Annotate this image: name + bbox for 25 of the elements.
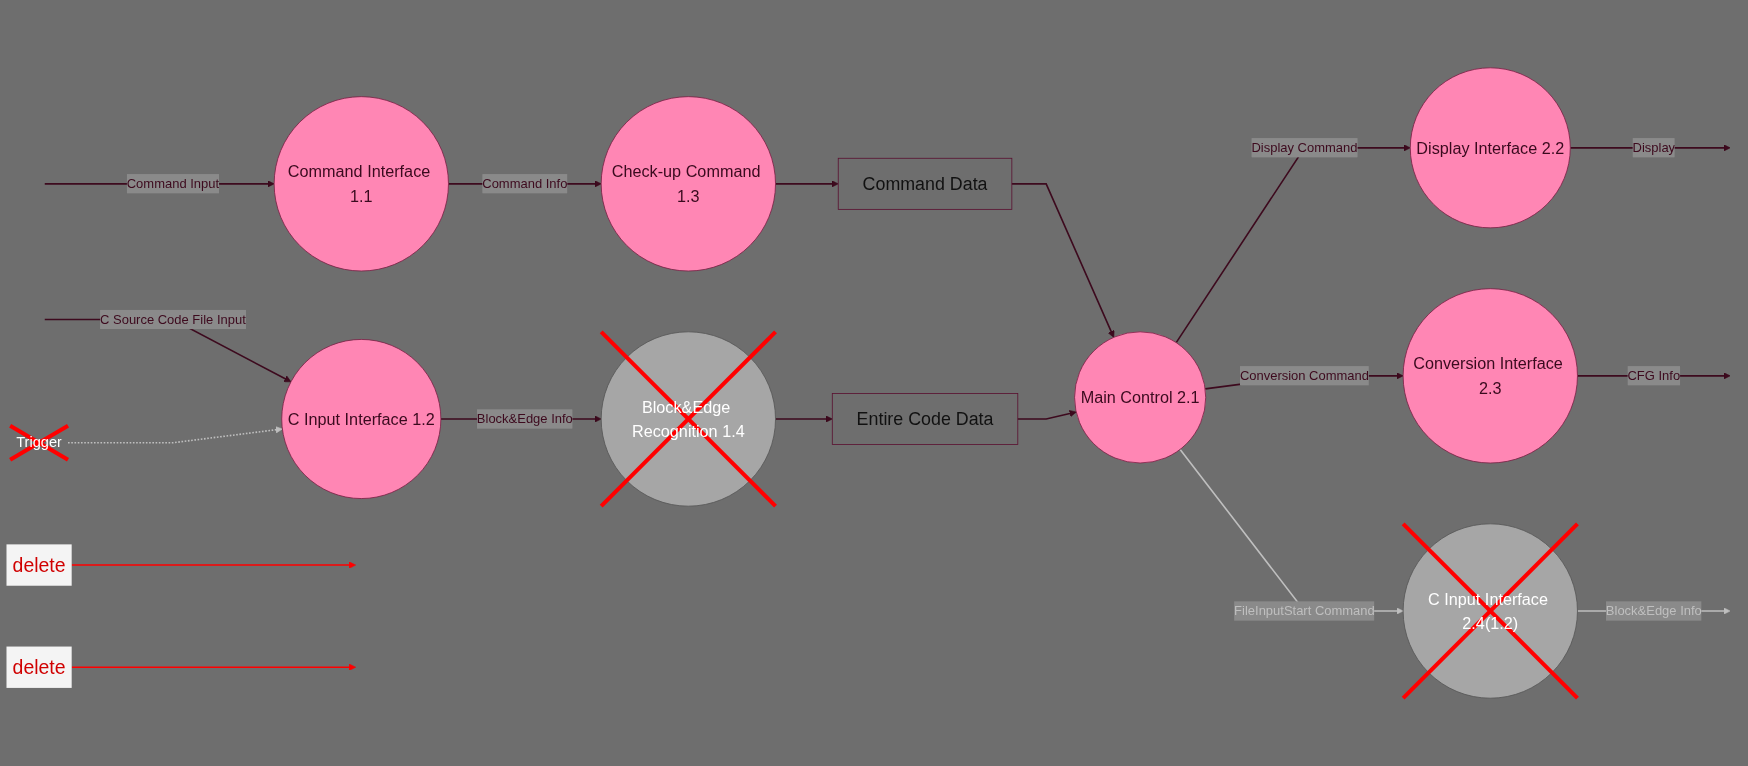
edge-label: Display Command [1251,140,1358,155]
edge-label: Command Input [126,176,220,191]
arrow [774,180,839,188]
edge-label: Block&Edge Info [476,411,573,426]
node-box: delete [6,646,72,688]
node-circle: Conversion Interface 2.3 [1402,288,1578,464]
node-circle: C Input Interface 1.2 [281,339,442,499]
edge-label: Display [1632,140,1676,155]
edge-label: C Source Code File Input [100,312,246,326]
arrow [1011,183,1115,338]
node-circle: Command Interface 1.1 [273,96,449,272]
arrow [67,426,283,444]
edge-label: Command Info [482,176,568,191]
node-circle: Display Interface 2.2 [1409,67,1571,229]
arrow [774,415,833,423]
node-circle: Check-up Command 1.3 [600,96,776,272]
edge-label: CFG Info [1627,368,1681,383]
node-box: Command Data [837,157,1013,210]
arrow [70,663,356,671]
node-box: Entire Code Data [831,393,1019,445]
node-box: delete [6,544,72,586]
node-circle: Main Control 2.1 [1074,331,1207,464]
arrow [70,561,356,569]
arrow [1017,410,1077,420]
edge-label: Conversion Command [1239,368,1369,383]
